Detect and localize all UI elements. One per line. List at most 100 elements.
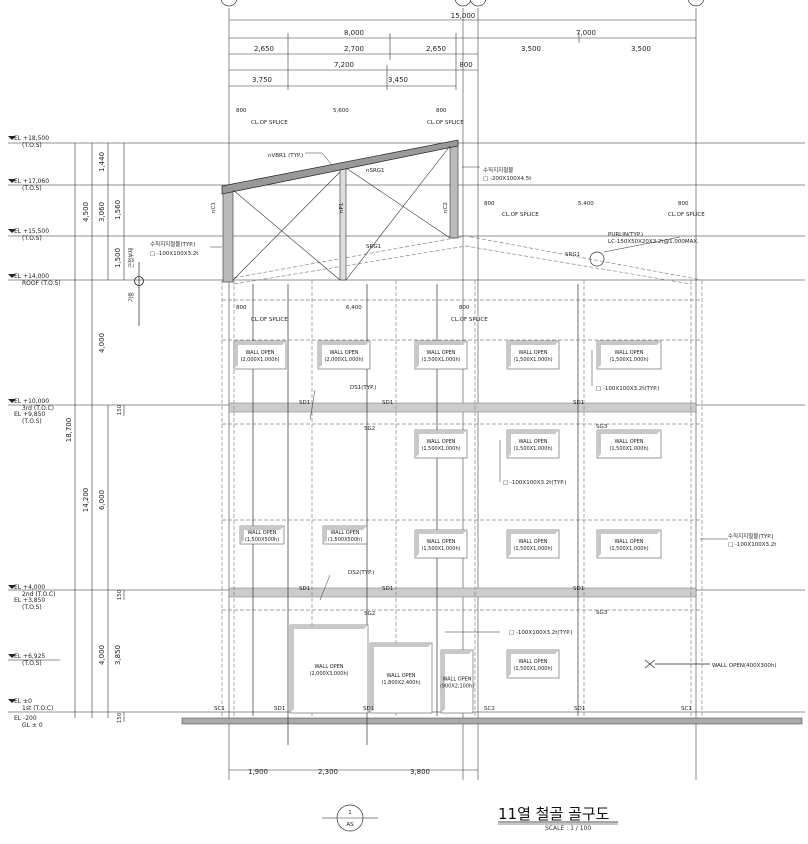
note-splice-c: CL.OF SPLICE [502, 212, 539, 218]
dim-v-gf: 3,850 [114, 645, 122, 665]
wall-opening-frame [414, 429, 468, 459]
level-tags: EL +18,500 (T.O.S) EL +17,060 (T.O.S) EL… [14, 135, 61, 729]
upper-frame [221, 139, 459, 283]
level-el-15500-sub: (T.O.S) [22, 235, 42, 242]
level-marker-icon [8, 654, 16, 658]
note-nvbr1: nVBR1 (TYP.) [268, 153, 303, 159]
level-el-0-sub: 1st (T.O.C) [22, 705, 53, 712]
dim-right: 7,000 [576, 29, 596, 37]
wall-opening-size: (1,500X1,000h) [609, 357, 648, 363]
note-nc2: nC2 [443, 202, 449, 213]
note-hss-a: □ -100X100X3.2t(TYP.) [596, 386, 660, 392]
drawing-title: 11열 철골 골구도 [498, 805, 610, 823]
wall-opening: WALL OPEN(1,500X1,000h) [596, 529, 662, 559]
grid-bubbles [220, 0, 705, 7]
wall-openings: WALL OPEN(2,000X1,000h)WALL OPEN(2,000X1… [233, 340, 662, 714]
wall-opening: WALL OPEN(1,500X1,000h) [596, 429, 662, 459]
note-sd1-c: SD1 [573, 400, 584, 406]
wall-opening-title: WALL OPEN [614, 439, 643, 445]
level-marker-icon [8, 179, 16, 183]
note-sd1-h: SD1 [363, 706, 374, 712]
wall-opening-title: WALL OPEN [614, 539, 643, 545]
level-el-6925: EL +6,925 [14, 653, 45, 660]
wall-opening-size: (1,500X1,000h) [513, 357, 552, 363]
wall-opening: WALL OPEN(2,000X1,000h) [317, 340, 371, 370]
grid-bubble [469, 0, 487, 7]
column-nc2 [449, 141, 459, 239]
dim-b1: 7,200 [334, 61, 354, 69]
wall-opening-title: WALL OPEN [518, 659, 547, 665]
wall-opening: WALL OPEN(1,500X1,000h) [414, 340, 468, 370]
wall-opening-title: WALL OPEN [518, 350, 547, 356]
floor-beam-2nd [228, 587, 697, 598]
note-sc2: SC2 [484, 706, 495, 712]
wall-opening: WALL OPEN(2,000X3,000h) [289, 624, 369, 714]
note-bracket-left2: □ -100X100X3.2t [150, 251, 199, 257]
wall-opening-size: (1,500X1,000h) [421, 357, 460, 363]
dim-v-slab2: 150 [117, 589, 123, 600]
note-left-vertical: 기둥 [127, 292, 135, 302]
note-purlin2: LC-150X50X20X3.2t@1,000MAX. [608, 239, 699, 245]
note-bracket-top2: □ -200X100X4.5t [483, 176, 532, 182]
note-wall-open-small: WALL OPEN(400X300h) [712, 663, 777, 669]
level-marker-icon [8, 699, 16, 703]
wall-opening-size: (1,500X1,000h) [421, 446, 460, 452]
note-ds2: DS2(TYP.) [348, 570, 374, 576]
wall-opening-shadow [415, 430, 467, 458]
note-sg3-b: SG3 [596, 610, 608, 616]
dim-total: 15,000 [451, 12, 476, 20]
dim-v-top: 1,440 [98, 152, 106, 172]
note-nsrg1: nSRG1 [366, 168, 385, 174]
dim-b2: 800 [459, 61, 472, 69]
note-5400: 5,400 [578, 201, 594, 207]
level-el-10000-sub: 3rd (T.O.C) [22, 405, 54, 412]
x-mark-icon [644, 659, 710, 669]
dim-a1: 2,650 [254, 45, 274, 53]
dim-a4: 3,500 [521, 45, 541, 53]
level-el-17060: EL +17,060 [14, 178, 49, 185]
wall-opening-frame [596, 429, 662, 459]
wall-opening-title: WALL OPEN [314, 664, 343, 670]
note-srg1: SRG1 [366, 244, 381, 250]
section-marker-top: 1 [348, 810, 352, 816]
wall-opening: WALL OPEN(1,500X500h) [239, 525, 285, 545]
wall-opening-size: (1,500X1,000h) [513, 446, 552, 452]
level-el-17060-sub: (T.O.S) [22, 185, 42, 192]
floor-beam-3rd [228, 402, 697, 413]
note-sd1-e: SD1 [382, 586, 393, 592]
dim-v-slab1: 150 [117, 712, 123, 723]
level-el-4000: EL +4,000 [14, 584, 45, 591]
wall-opening-size: (2,000X1,000h) [324, 357, 363, 363]
wall-opening-title: WALL OPEN [247, 530, 276, 536]
note-sg2-a: SG2 [364, 426, 375, 432]
wall-opening-shadow [597, 430, 661, 458]
wall-opening-size: (1,500X500h) [328, 537, 362, 543]
grid-bubble [220, 0, 238, 7]
dim-a5: 3,500 [631, 45, 651, 53]
note-800-b: 800 [436, 108, 447, 114]
dim-c2: 3,450 [388, 76, 408, 84]
wall-opening-size: (2,000X1,000h) [240, 357, 279, 363]
wall-opening-frame [506, 340, 560, 370]
wall-opening: WALL OPEN(1,500X1,000h) [414, 529, 468, 559]
dim-v-mid: 1,560 [114, 200, 122, 220]
wall-opening: WALL OPEN(1,500X1,000h) [506, 429, 560, 459]
level-el-10000: EL +10,000 [14, 398, 49, 405]
wall-opening-shadow [507, 650, 559, 678]
level-marker-icon [8, 585, 16, 589]
level-marker-icon [8, 399, 16, 403]
note-sd1-a: SD1 [299, 400, 310, 406]
dim-v-body: 14,200 [82, 488, 90, 513]
wall-opening-shadow [597, 530, 661, 558]
dim-v-fl1: 4,000 [98, 645, 106, 665]
note-800-e: 800 [236, 305, 247, 311]
note-hss-b: □ -100X100X3.2t(TYP.) [503, 480, 567, 486]
note-5600: 5,600 [333, 108, 349, 114]
wall-opening-shadow [240, 526, 284, 544]
wall-opening: WALL OPEN(1,500X1,000h) [414, 429, 468, 459]
note-bracket-right: 수직지지철물(TYP.) [728, 532, 774, 540]
wall-opening-title: WALL OPEN [426, 350, 455, 356]
wall-opening-size: (1,500X500h) [245, 537, 279, 543]
wall-opening-title: WALL OPEN [330, 530, 359, 536]
